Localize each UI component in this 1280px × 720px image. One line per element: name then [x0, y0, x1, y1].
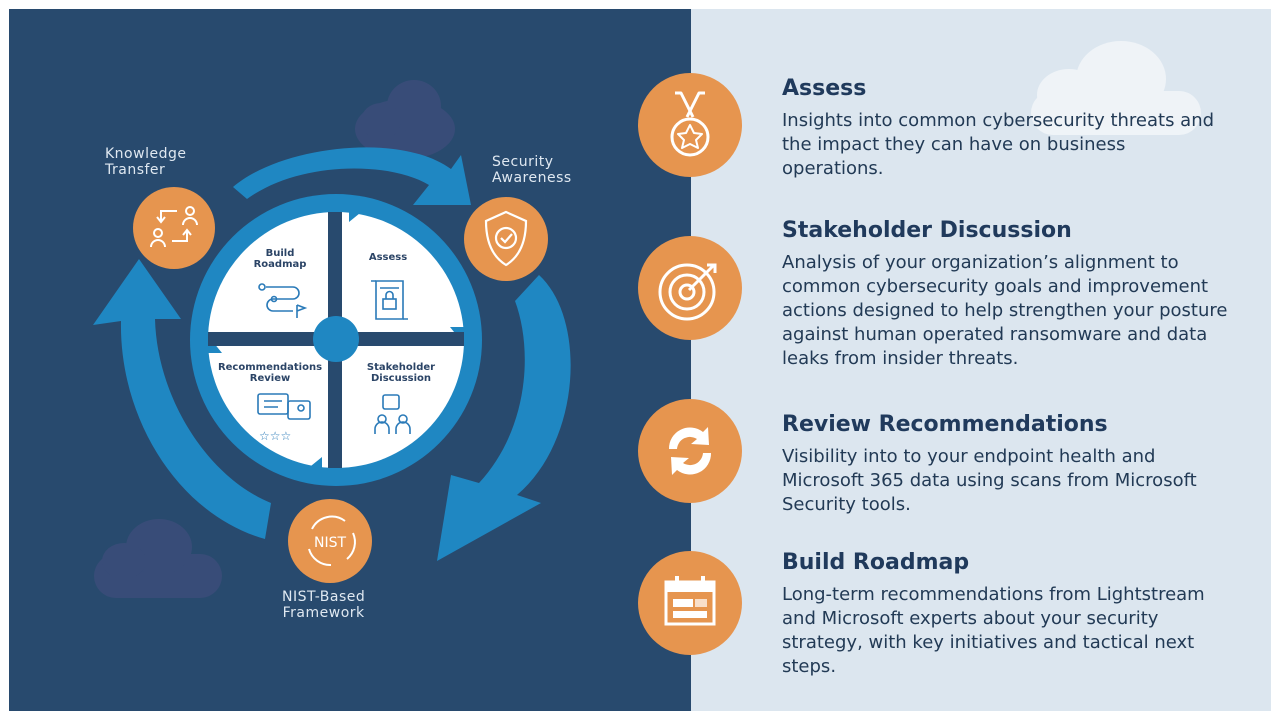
knowledge-transfer-badge [133, 187, 215, 269]
step-badge-review [638, 399, 742, 503]
security-awareness-label: Security Awareness [492, 154, 572, 186]
svg-text:☆☆☆: ☆☆☆ [259, 429, 291, 443]
cycle-hub [313, 316, 359, 362]
step-description: Visibility into to your endpoint health … [782, 446, 1197, 515]
step-stakeholder-discussion: Stakeholder Discussion Analysis of your … [782, 217, 1232, 371]
cloud-icon [94, 519, 222, 598]
calendar-icon [664, 576, 716, 626]
cycle-arrows-icon [308, 515, 356, 567]
target-icon [658, 263, 717, 321]
cycle-diagram: ☆☆☆ NIST [93, 41, 1201, 655]
step-review-recommendations: Review Recommendations Visibility into t… [782, 411, 1232, 517]
quadrant-label-recommendations-review: Recommendations Review [217, 362, 323, 384]
transfer-icon [150, 206, 198, 248]
step-title: Review Recommendations [782, 412, 1108, 437]
nist-badge-text: NIST [314, 535, 346, 551]
cycle-arrow-right [437, 275, 571, 561]
review-chat-icon: ☆☆☆ [257, 393, 311, 443]
step-title: Stakeholder Discussion [782, 218, 1072, 243]
step-assess: Assess Insights into common cybersecurit… [782, 75, 1232, 181]
shield-check-icon [484, 210, 528, 267]
roadmap-icon [258, 283, 308, 318]
cycle-arrow-top [233, 147, 471, 205]
step-build-roadmap: Build Roadmap Long-term recommendations … [782, 549, 1232, 679]
people-icon [374, 394, 411, 434]
step-description: Long-term recommendations from Lightstre… [782, 584, 1205, 677]
cloud-icon [1031, 41, 1201, 135]
cycle-arrow-left [93, 259, 271, 539]
security-awareness-badge [464, 197, 548, 281]
quadrant-label-stakeholder-discussion: Stakeholder Discussion [366, 362, 436, 384]
medal-icon [670, 91, 710, 157]
step-title: Assess [782, 76, 867, 101]
refresh-icon [668, 427, 712, 475]
document-lock-icon [371, 280, 408, 320]
step-title: Build Roadmap [782, 550, 970, 575]
nist-badge [288, 499, 372, 583]
step-description: Analysis of your organization’s alignmen… [782, 252, 1228, 369]
nist-framework-label: NIST-Based Framework [282, 589, 366, 621]
quadrant-label-assess: Assess [368, 252, 408, 263]
cloud-icon [355, 80, 455, 159]
quadrant-label-build-roadmap: Build Roadmap [253, 248, 307, 270]
knowledge-transfer-label: Knowledge Transfer [105, 146, 187, 178]
step-description: Insights into common cybersecurity threa… [782, 110, 1215, 179]
infographic: ☆☆☆ NIST [9, 9, 1271, 711]
